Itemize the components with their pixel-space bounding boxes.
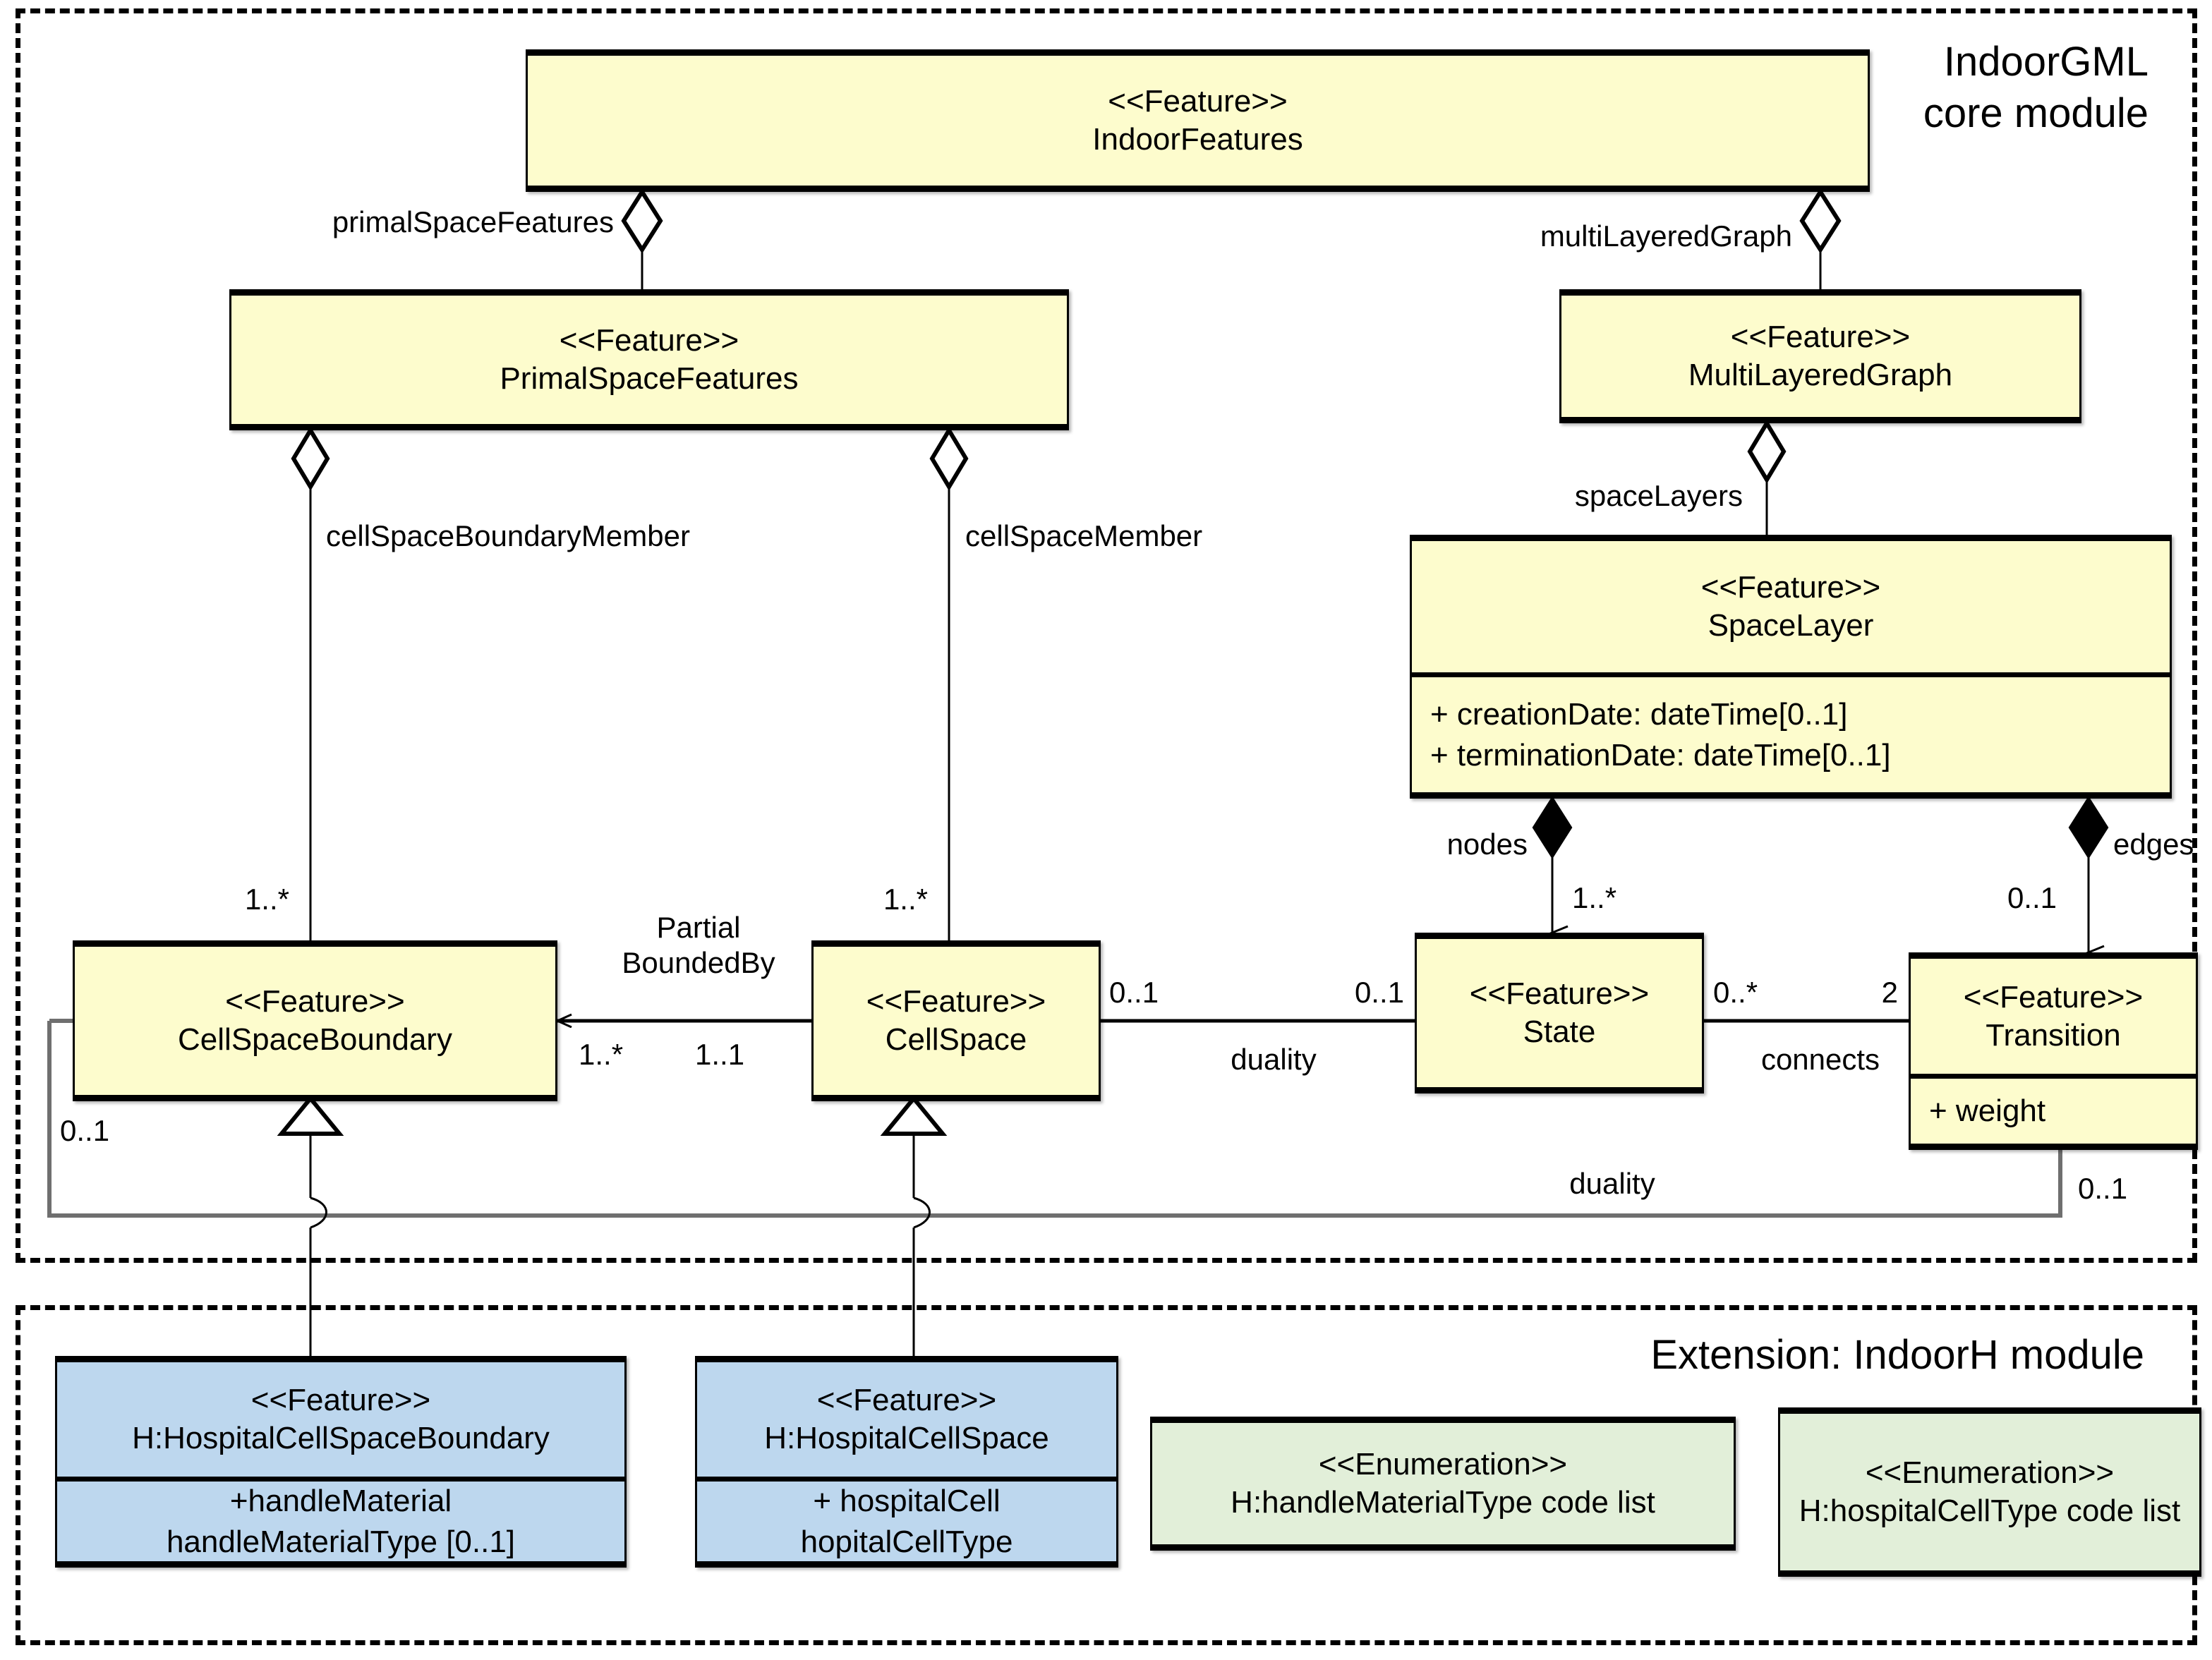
class-box-primal-space-features[interactable]: <<Feature>> PrimalSpaceFeatures <box>229 289 1069 430</box>
class-attributes: +handleMaterial handleMaterialType [0..1… <box>57 1477 624 1561</box>
class-box-transition[interactable]: <<Feature>> Transition + weight <box>1909 952 2198 1150</box>
class-stereotype: <<Feature>> <box>250 1383 431 1418</box>
multiplicity-bounded-by-right: 1..1 <box>695 1038 745 1071</box>
class-name: H:HospitalCellSpaceBoundary <box>132 1421 550 1455</box>
multiplicity-edges: 0..1 <box>2007 881 2057 914</box>
multiplicity-transition-connects: 2 <box>1881 976 1898 1009</box>
class-stereotype: <<Feature>> <box>866 984 1046 1019</box>
class-box-hospital-cell-type-enum[interactable]: <<Enumeration>> H:hospitalCellType code … <box>1778 1407 2201 1577</box>
class-header: <<Feature>> Transition <box>1911 959 2196 1074</box>
role-label-multi-layered-graph: multiLayeredGraph <box>1540 219 1792 253</box>
class-box-indoor-features[interactable]: <<Feature>> IndoorFeatures <box>526 49 1870 192</box>
class-stereotype: <<Feature>> <box>559 323 739 358</box>
attribute-row: hopitalCellType <box>800 1524 1013 1559</box>
class-stereotype: <<Feature>> <box>1108 84 1288 119</box>
class-name: Transition <box>1986 1017 2121 1053</box>
class-name: H:hospitalCellType code list <box>1799 1494 2181 1528</box>
class-header: <<Enumeration>> H:handleMaterialType cod… <box>1152 1423 1734 1544</box>
multiplicity-cell-space-boundary-duality: 0..1 <box>60 1114 110 1147</box>
class-box-cell-space-boundary[interactable]: <<Feature>> CellSpaceBoundary <box>73 940 557 1101</box>
multiplicity-cell-space-duality: 0..1 <box>1109 976 1159 1009</box>
class-box-state[interactable]: <<Feature>> State <box>1415 933 1704 1093</box>
multiplicity-state-duality: 0..1 <box>1354 976 1404 1009</box>
role-label-nodes: nodes <box>1446 828 1528 861</box>
multiplicity-transition-duality: 0..1 <box>2078 1172 2128 1205</box>
class-box-hospital-cell-space-boundary[interactable]: <<Feature>> H:HospitalCellSpaceBoundary … <box>55 1356 627 1568</box>
attribute-row: + creationDate: dateTime[0..1] <box>1430 697 1848 732</box>
class-header: <<Feature>> PrimalSpaceFeatures <box>231 296 1067 424</box>
multiplicity-cell-space-top: 1..* <box>883 883 928 916</box>
class-name: IndoorFeatures <box>1092 122 1303 157</box>
class-name: State <box>1523 1014 1596 1049</box>
class-name: MultiLayeredGraph <box>1688 358 1953 392</box>
multiplicity-cell-space-boundary-top: 1..* <box>244 883 289 916</box>
class-stereotype: <<Feature>> <box>1963 979 2144 1014</box>
role-label-primal-space-features: primalSpaceFeatures <box>332 205 614 238</box>
class-header: <<Enumeration>> H:hospitalCellType code … <box>1780 1414 2199 1570</box>
class-name: CellSpaceBoundary <box>178 1022 452 1057</box>
class-name: SpaceLayer <box>1708 608 1874 643</box>
class-name: H:handleMaterialType code list <box>1231 1485 1655 1520</box>
class-attributes: + hospitalCell hopitalCellType <box>697 1477 1116 1561</box>
class-attributes: + weight <box>1911 1074 2196 1144</box>
class-stereotype: <<Feature>> <box>1700 570 1881 605</box>
role-label-duality-top: duality <box>1231 1043 1317 1076</box>
multiplicity-state-connects: 0..* <box>1713 976 1758 1009</box>
class-name: PrimalSpaceFeatures <box>500 361 799 396</box>
class-box-handle-material-type-enum[interactable]: <<Enumeration>> H:handleMaterialType cod… <box>1150 1417 1736 1551</box>
package-title-core: IndoorGML core module <box>1923 39 2148 136</box>
role-label-connects: connects <box>1760 1043 1880 1076</box>
class-header: <<Feature>> CellSpaceBoundary <box>75 947 555 1095</box>
attribute-row: +handleMaterial <box>229 1484 452 1519</box>
role-label-duality-bottom: duality <box>1569 1167 1655 1200</box>
attribute-row: + hospitalCell <box>813 1484 1001 1519</box>
attribute-row: handleMaterialType [0..1] <box>166 1524 516 1559</box>
attribute-row: + terminationDate: dateTime[0..1] <box>1430 737 1891 773</box>
class-stereotype: <<Feature>> <box>1730 320 1911 355</box>
attribute-row: + weight <box>1929 1093 2046 1129</box>
class-attributes: + creationDate: dateTime[0..1] + termina… <box>1412 672 2170 792</box>
role-label-cell-space-boundary-member: cellSpaceBoundaryMember <box>326 519 690 552</box>
multiplicity-bounded-by-left: 1..* <box>579 1038 624 1071</box>
class-box-cell-space[interactable]: <<Feature>> CellSpace <box>811 940 1101 1101</box>
class-header: <<Feature>> H:HospitalCellSpace <box>697 1362 1116 1477</box>
class-header: <<Feature>> SpaceLayer <box>1412 541 2170 672</box>
class-header: <<Feature>> State <box>1417 939 1702 1087</box>
role-label-edges: edges <box>2113 828 2194 861</box>
class-stereotype: <<Feature>> <box>1469 976 1650 1012</box>
class-stereotype: <<Feature>> <box>816 1383 997 1418</box>
class-box-space-layer[interactable]: <<Feature>> SpaceLayer + creationDate: d… <box>1410 535 2172 799</box>
class-stereotype: <<Enumeration>> <box>1865 1455 2115 1491</box>
role-label-partial-bounded-by: Partial BoundedBy <box>622 911 775 979</box>
class-stereotype: <<Feature>> <box>225 984 405 1019</box>
class-stereotype: <<Enumeration>> <box>1318 1447 1568 1482</box>
class-box-hospital-cell-space[interactable]: <<Feature>> H:HospitalCellSpace + hospit… <box>695 1356 1118 1568</box>
class-header: <<Feature>> MultiLayeredGraph <box>1561 296 2079 417</box>
class-name: CellSpace <box>885 1022 1027 1057</box>
class-header: <<Feature>> CellSpace <box>814 947 1099 1095</box>
package-frame-core <box>16 8 2197 1263</box>
class-box-multi-layered-graph[interactable]: <<Feature>> MultiLayeredGraph <box>1559 289 2081 423</box>
class-header: <<Feature>> H:HospitalCellSpaceBoundary <box>57 1362 624 1477</box>
package-title-extension: Extension: IndoorH module <box>1650 1332 2144 1378</box>
role-label-cell-space-member: cellSpaceMember <box>965 519 1203 552</box>
multiplicity-nodes: 1..* <box>1572 881 1617 914</box>
class-name: H:HospitalCellSpace <box>764 1421 1049 1455</box>
class-header: <<Feature>> IndoorFeatures <box>528 56 1868 186</box>
role-label-space-layers: spaceLayers <box>1574 479 1743 512</box>
